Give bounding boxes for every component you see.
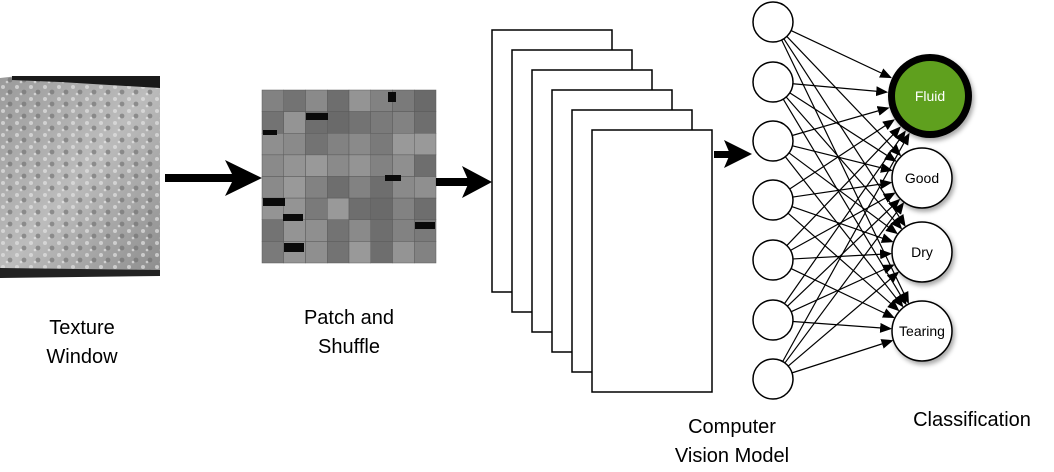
arrow-texture-to-patch <box>165 160 262 196</box>
output-label: Good <box>905 170 939 186</box>
output-node-dry: Dry <box>891 221 953 283</box>
output-node-tearing: Tearing <box>891 300 953 362</box>
hidden-node <box>752 120 794 162</box>
network-edge <box>785 96 903 230</box>
network-edge <box>791 206 894 243</box>
output-label: Tearing <box>899 323 945 339</box>
network-edge <box>782 132 910 362</box>
computer-vision-model-caption: Computer Vision Model <box>674 416 790 467</box>
network-edge <box>782 98 907 306</box>
arrow-patch-to-model <box>436 166 492 198</box>
hidden-node <box>752 1 794 43</box>
output-node-good: Good <box>891 147 953 209</box>
hidden-node <box>752 61 794 103</box>
network-edge <box>784 156 904 308</box>
network-edge <box>789 119 895 190</box>
output-label: Fluid <box>915 88 945 104</box>
output-label: Dry <box>911 244 933 260</box>
hidden-node <box>752 358 794 400</box>
network-edge <box>790 268 895 319</box>
network-edge <box>791 339 894 374</box>
network-edge <box>792 106 890 137</box>
network-edge <box>792 145 893 173</box>
network-edge <box>787 212 900 312</box>
patch-shuffle-image <box>261 89 437 264</box>
network-edge <box>790 264 895 313</box>
network-edge <box>790 29 893 79</box>
network-edges <box>781 29 910 374</box>
network-edge <box>787 271 900 367</box>
network-edge <box>786 36 902 157</box>
model-frames <box>491 29 713 393</box>
classification-caption: Classification <box>913 409 1031 431</box>
texture-window-caption: Texture Window <box>46 317 118 368</box>
network-edge <box>792 83 889 97</box>
network-edge <box>783 130 906 304</box>
patch-shuffle-caption: Patch and Shuffle <box>303 307 395 358</box>
arrow-model-to-network <box>714 140 752 168</box>
texture-window-image <box>0 76 160 278</box>
hidden-layer <box>752 1 794 400</box>
network-edge <box>792 179 893 198</box>
hidden-node <box>752 179 794 221</box>
network-edge <box>784 202 905 364</box>
network-edge <box>792 320 893 333</box>
output-node-fluid: Fluid <box>888 54 972 138</box>
hidden-node <box>752 239 794 281</box>
network-edge <box>786 126 901 246</box>
hidden-node <box>752 299 794 341</box>
network-edge <box>789 92 897 162</box>
